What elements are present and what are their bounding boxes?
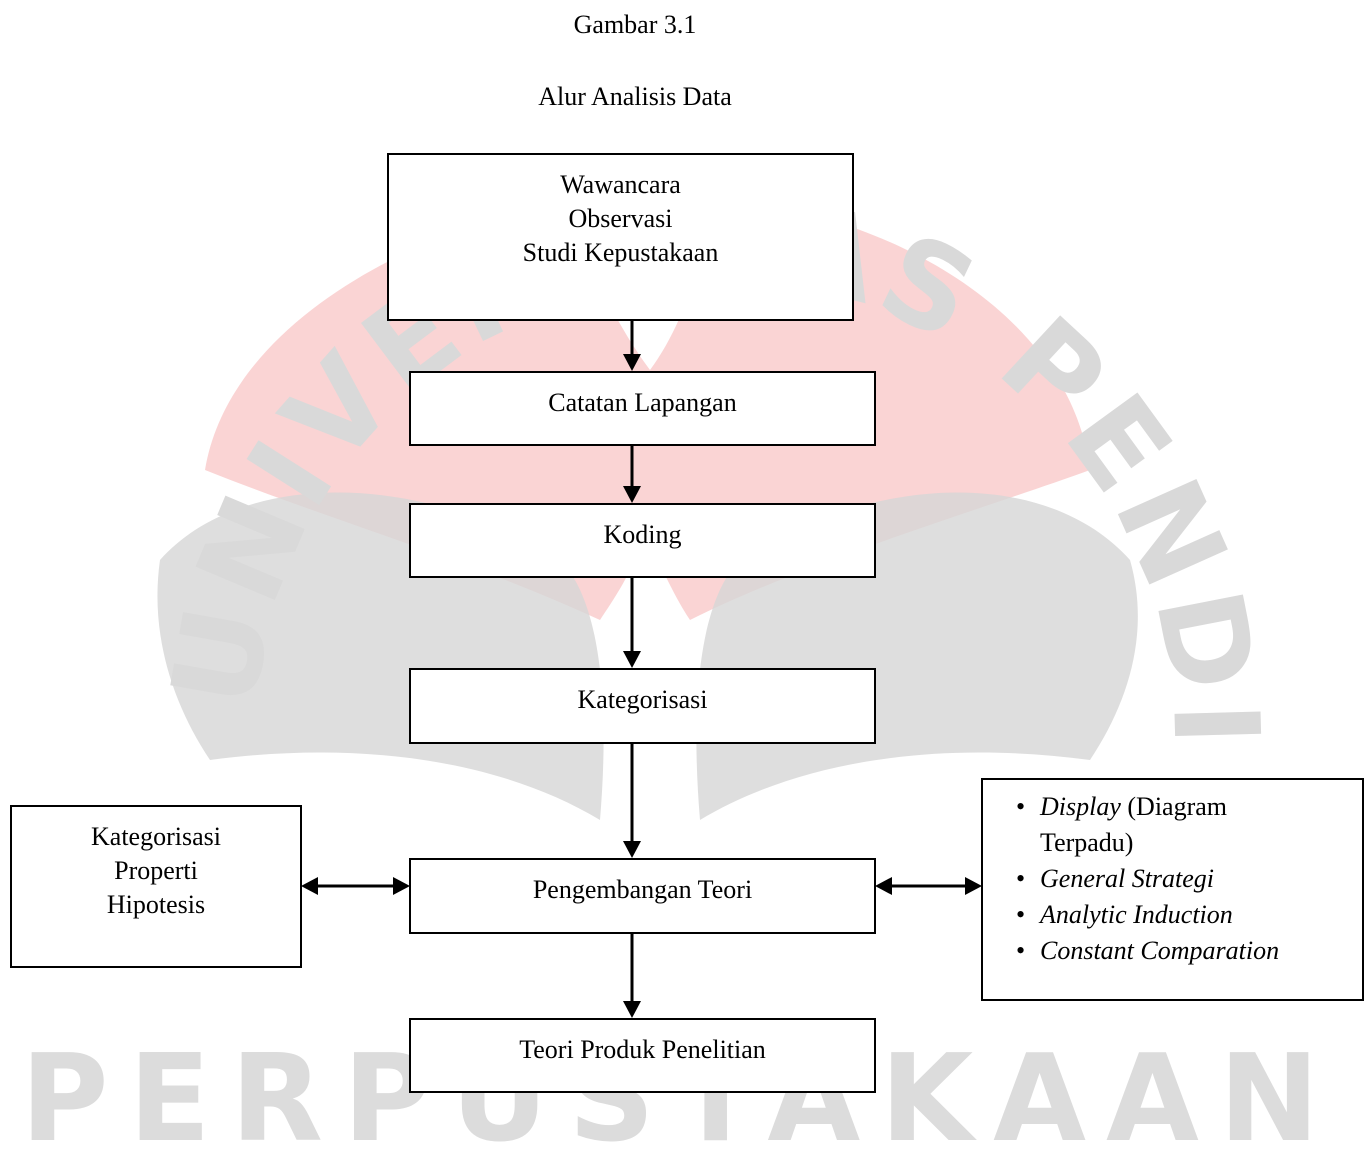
theory-development-label: Pengembangan Teori (532, 875, 753, 904)
method-display: • Display (Diagram Terpadu) (1016, 789, 1356, 861)
source-literature: Studi Kepustakaan (522, 238, 719, 267)
left-item-hypothesis: Hipotesis (106, 890, 206, 919)
bullet: • (1016, 936, 1026, 965)
arrowhead (875, 877, 892, 895)
method-constant-comparation-label: Constant Comparation (1040, 936, 1280, 965)
right-methods-box: • Display (Diagram Terpadu) • General St… (981, 778, 1364, 1001)
arrowhead (623, 841, 641, 858)
theory-development-box: Pengembangan Teori (409, 858, 876, 934)
field-notes-label: Catatan Lapangan (548, 388, 737, 417)
source-observation: Observasi (568, 204, 673, 233)
source-interview: Wawancara (560, 170, 681, 199)
figure-title: Alur Analisis Data (538, 82, 732, 111)
arrowhead (623, 486, 641, 503)
method-display-italic: Display (1040, 792, 1121, 821)
figure-number: Gambar 3.1 (573, 10, 697, 39)
arrowhead (393, 877, 410, 895)
arrowhead (623, 1001, 641, 1018)
bullet: • (1016, 864, 1026, 893)
left-item-categorization: Kategorisasi (91, 822, 221, 851)
arrowhead (623, 651, 641, 668)
research-theory-box: Teori Produk Penelitian (409, 1018, 876, 1093)
sources-box: Wawancara Observasi Studi Kepustakaan (387, 153, 854, 321)
method-display-normal: (Diagram (1120, 792, 1228, 821)
method-display-continuation: Terpadu) (1040, 828, 1134, 857)
method-constant-comparation: • Constant Comparation (1016, 933, 1356, 969)
research-theory-label: Teori Produk Penelitian (519, 1035, 766, 1064)
coding-box: Koding (409, 503, 876, 578)
categorization-label: Kategorisasi (577, 685, 708, 714)
bullet: • (1016, 900, 1026, 929)
categorization-box: Kategorisasi (409, 668, 876, 744)
coding-label: Koding (603, 520, 682, 549)
bullet: • (1016, 792, 1026, 821)
methods-list: • Display (Diagram Terpadu) • General St… (1016, 789, 1356, 969)
method-general-strategy: • General Strategi (1016, 861, 1356, 897)
method-analytic-induction: • Analytic Induction (1016, 897, 1356, 933)
method-general-strategy-label: General Strategi (1040, 864, 1215, 893)
left-properties-box: Kategorisasi Properti Hipotesis (10, 805, 302, 968)
arrowhead (623, 354, 641, 371)
arrowhead (301, 877, 318, 895)
arrowhead (965, 877, 982, 895)
left-item-property: Properti (114, 856, 198, 885)
field-notes-box: Catatan Lapangan (409, 371, 876, 446)
method-analytic-induction-label: Analytic Induction (1040, 900, 1233, 929)
